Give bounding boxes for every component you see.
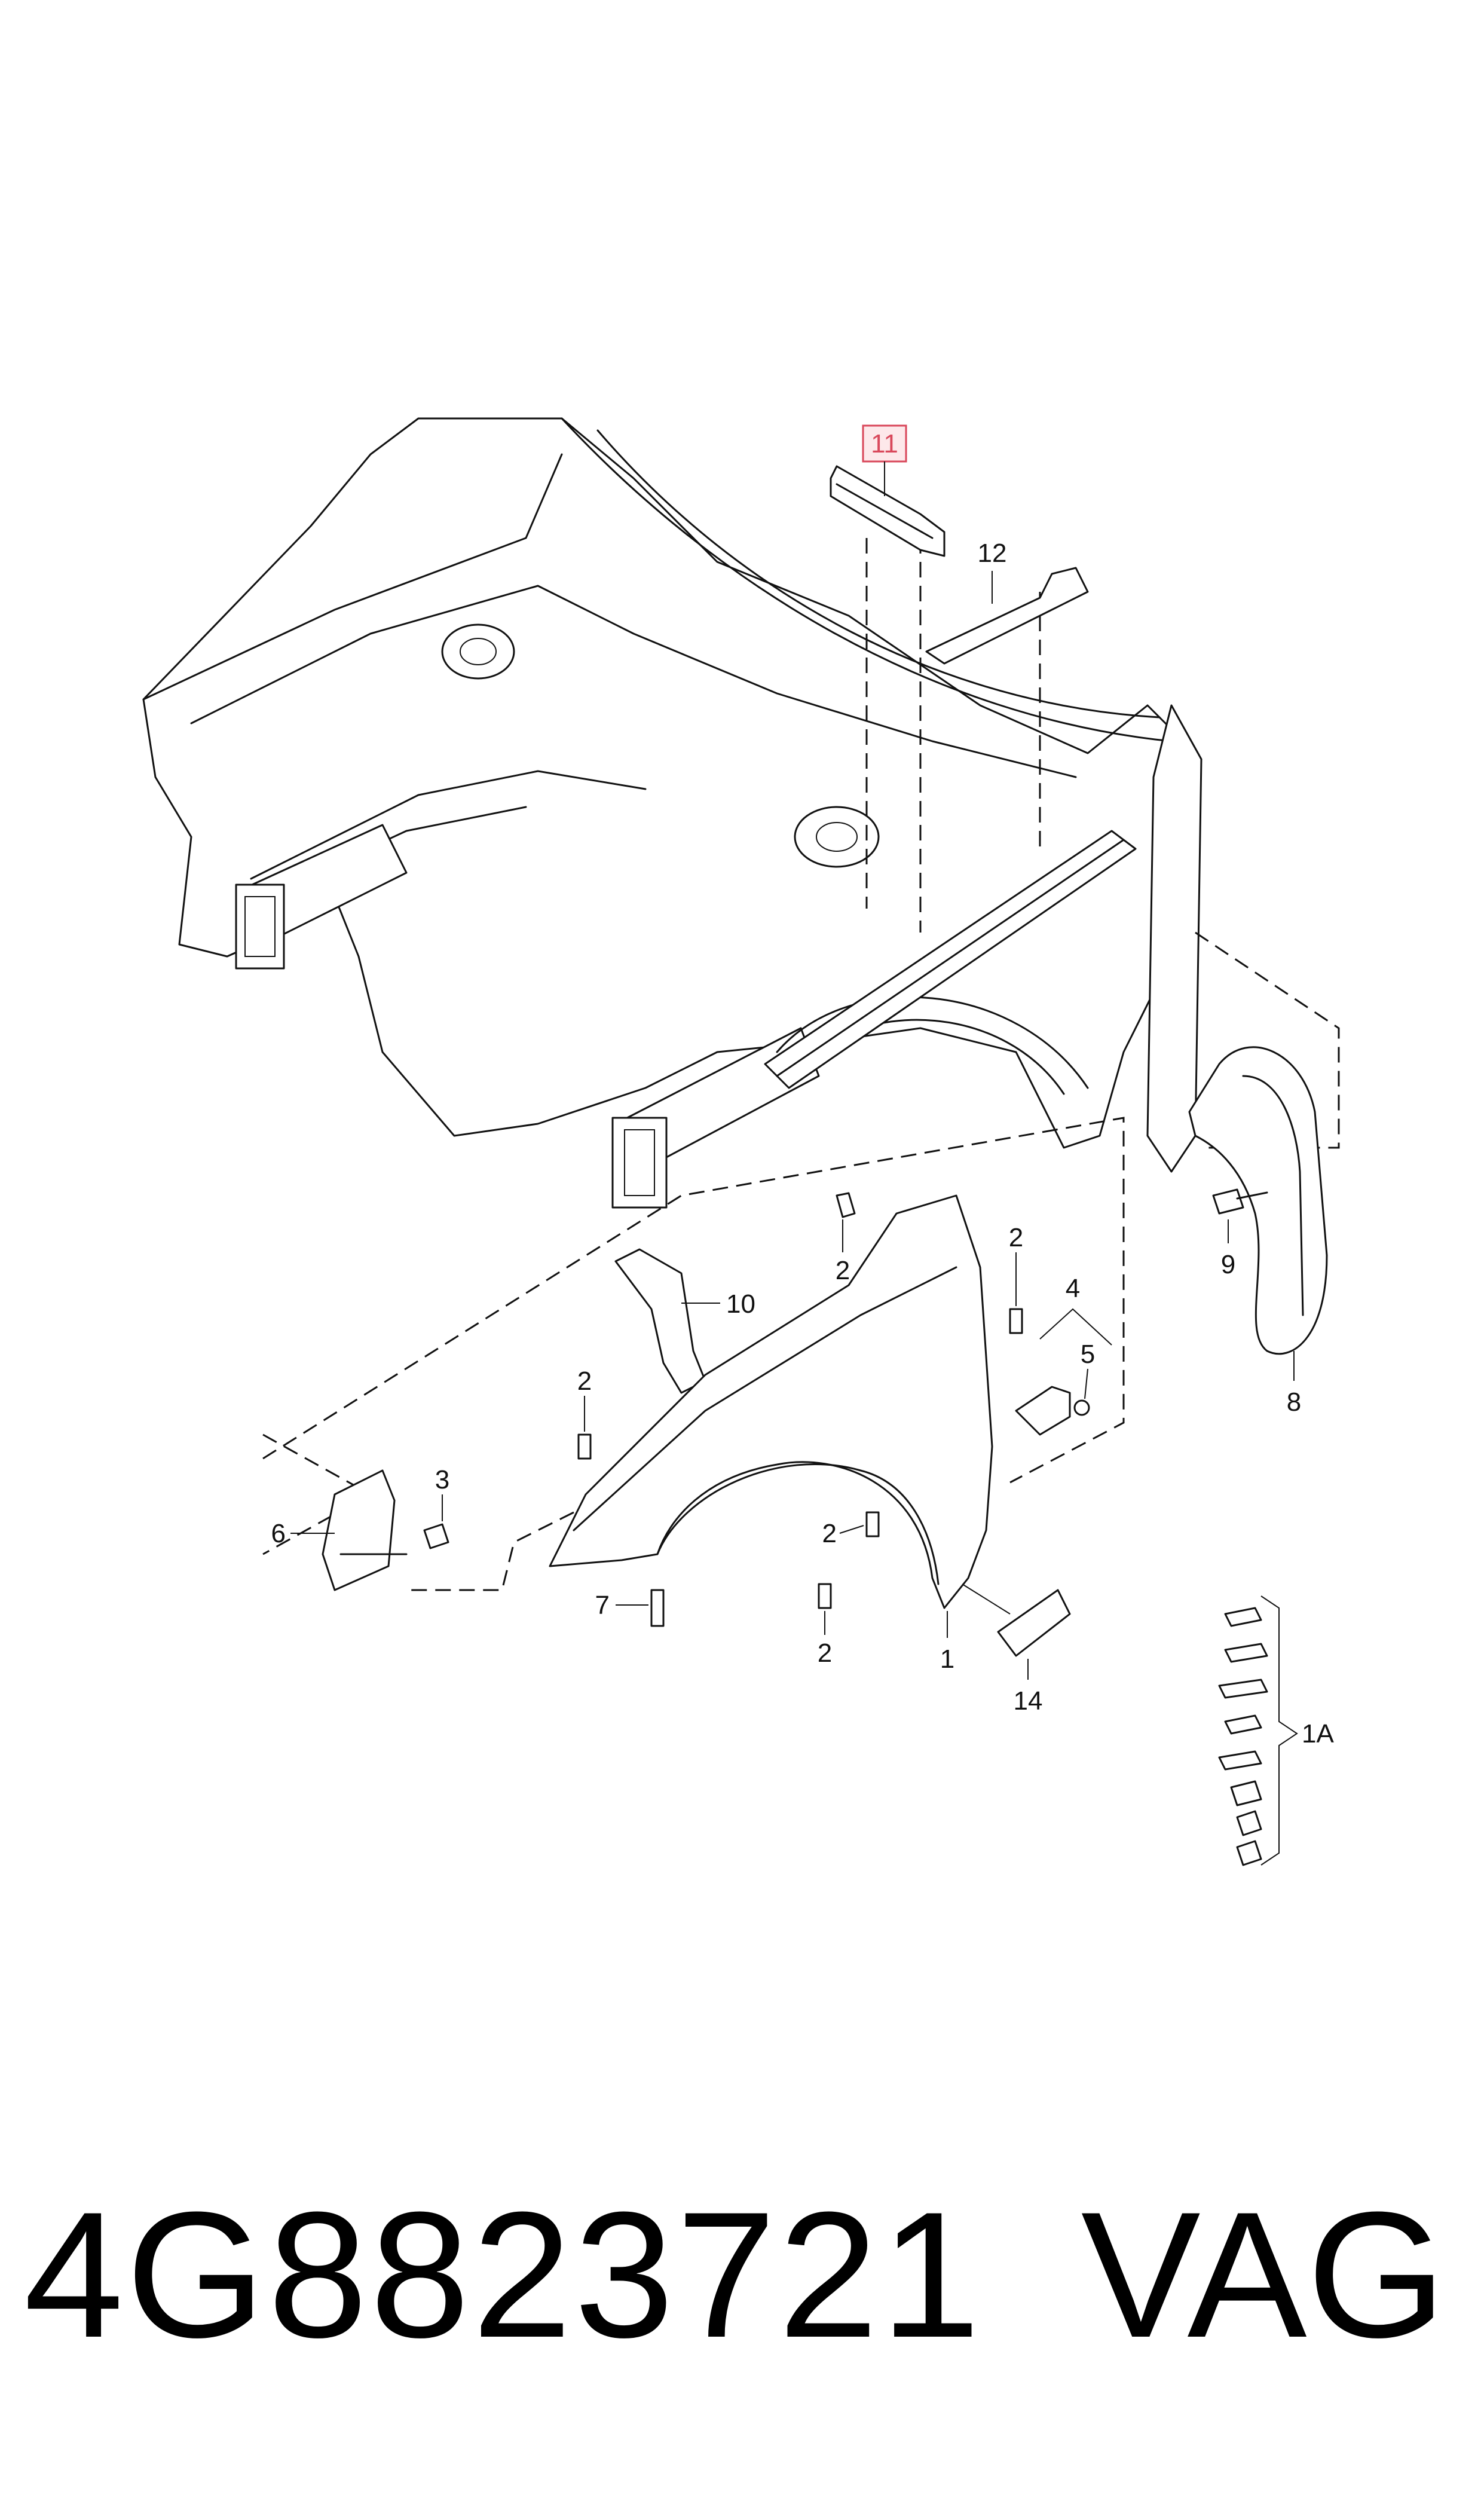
svg-text:1A: 1A: [1302, 1719, 1334, 1748]
svg-text:9: 9: [1221, 1250, 1235, 1279]
callout-9: 9: [1221, 1219, 1235, 1279]
callout-1a: 1A: [1302, 1719, 1334, 1748]
svg-text:10: 10: [726, 1289, 755, 1319]
brand-name: VAG: [1081, 2174, 1446, 2375]
part-4-bracket: [1015, 1386, 1071, 1436]
svg-text:14: 14: [1014, 1686, 1043, 1716]
callout-7: 7: [595, 1591, 648, 1620]
part-1a-fastener-kit: [1218, 1595, 1298, 1866]
callout-2-c: 2: [577, 1366, 592, 1432]
callout-3: 3: [435, 1465, 449, 1521]
part-6-bracket: [322, 1469, 408, 1591]
footer: 4G8823721 VAG: [24, 2176, 1458, 2373]
callout-11: 11: [862, 424, 907, 496]
part-10-bracket: [614, 1248, 706, 1394]
svg-text:7: 7: [595, 1591, 610, 1620]
callout-5: 5: [1081, 1340, 1095, 1399]
callout-2-a: 2: [836, 1219, 850, 1285]
svg-text:2: 2: [577, 1366, 592, 1396]
part-1-fender: [549, 1194, 993, 1609]
part-9-screw: [1212, 1188, 1268, 1215]
svg-text:2: 2: [818, 1638, 832, 1668]
part-5-nut: [1073, 1399, 1090, 1416]
svg-text:3: 3: [435, 1465, 449, 1494]
svg-text:2: 2: [836, 1256, 850, 1285]
svg-text:5: 5: [1081, 1340, 1095, 1369]
svg-text:12: 12: [978, 539, 1007, 568]
part-11-bracket: [830, 465, 946, 557]
callout-1: 1: [940, 1611, 954, 1674]
callout-12: 12: [978, 539, 1007, 604]
part-number: 4G8823721: [24, 2174, 983, 2375]
part-8-wheelhouse-liner: [1188, 1046, 1328, 1355]
svg-text:2: 2: [1009, 1223, 1023, 1252]
callout-14: 14: [1014, 1659, 1043, 1716]
callout-10: 10: [681, 1289, 755, 1319]
callout-8: 8: [1287, 1351, 1301, 1417]
part-3-screw: [423, 1523, 449, 1549]
callout-2-d: 2: [822, 1519, 864, 1548]
part-14-cap: [962, 1583, 1071, 1657]
part-12-seal-strip: [925, 567, 1089, 665]
svg-text:11: 11: [871, 429, 898, 458]
svg-text:6: 6: [271, 1519, 286, 1548]
callout-2-e: 2: [818, 1611, 832, 1668]
svg-text:1: 1: [940, 1644, 954, 1674]
callout-6: 6: [271, 1519, 335, 1548]
callout-4: 4: [1039, 1274, 1112, 1346]
front-body-structure: [142, 417, 1203, 1209]
callout-2-b: 2: [1009, 1223, 1023, 1306]
svg-text:2: 2: [822, 1519, 837, 1548]
part-7-bolt: [650, 1589, 665, 1627]
svg-text:8: 8: [1287, 1387, 1301, 1417]
svg-text:4: 4: [1066, 1274, 1080, 1303]
screws-2: [577, 1192, 1023, 1609]
